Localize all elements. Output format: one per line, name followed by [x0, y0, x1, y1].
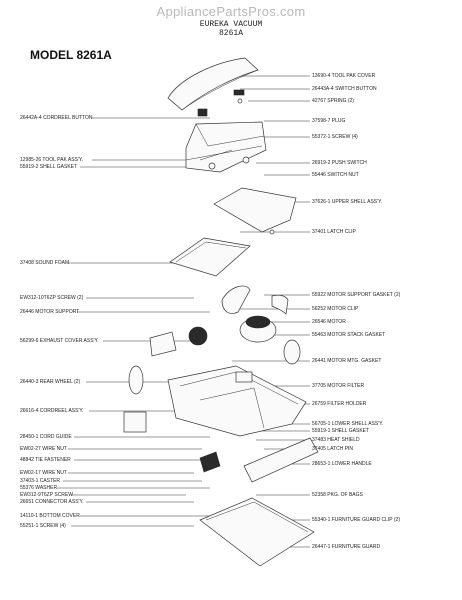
part-label: 13690-4 TOOL PAK COVER: [312, 73, 376, 79]
part-label: 26442A-4 CORDREEL BUTTON: [20, 115, 93, 121]
part-label: 56299-6 EXHAUST COVER ASS'Y.: [20, 338, 99, 344]
bottom-cover: [199, 497, 315, 567]
lower-handle: [243, 437, 319, 483]
part-label: 55919-2 SHELL GASKET: [20, 164, 78, 170]
part-label: 55919-1 SHELL GASKET: [312, 428, 370, 434]
part-label: EW312-9T6ZP SCREW: [20, 492, 73, 498]
part-label: 26446 MOTOR SUPPORT: [20, 309, 80, 315]
model-title: MODEL 8261A: [30, 48, 112, 62]
motor-support: [221, 285, 251, 314]
part-label: 42767 SPRING (2): [312, 98, 354, 104]
part-label: 56252 MOTOR CLIP: [312, 306, 359, 312]
switch-button: [233, 89, 245, 96]
tool-pak-wheel-right: [242, 156, 250, 164]
part-label: 26759 FILTER HOLDER: [312, 401, 367, 407]
motor-fan: [188, 326, 208, 346]
spring: [237, 98, 243, 104]
part-label: 37598-7 PLUG: [312, 118, 346, 124]
part-label: 26447-1 FURNITURE GUARD: [312, 544, 381, 550]
tool-pak-wheel-left: [208, 162, 216, 170]
part-label: EW02-17 WIRE NUT: [20, 470, 67, 476]
part-label: 37705 MOTOR FILTER: [312, 383, 365, 389]
part-label: 37405 LATCH PIN: [312, 446, 354, 452]
part-label: 55376 WASHER: [20, 485, 58, 491]
part-label: 37626-1 UPPER SHELL ASS'Y.: [312, 199, 383, 205]
part-label: 55372-1 SCREW (4): [312, 134, 358, 140]
tool-pak-cover: [167, 57, 259, 111]
lower-shell: [167, 365, 307, 437]
leader-lines: [57, 75, 310, 548]
part-label: 12985-26 TOOL PAK ASS'Y.: [20, 157, 83, 163]
connector-assembly: [199, 451, 221, 473]
motor-top: [245, 315, 271, 329]
rear-wheel: [128, 365, 144, 395]
part-label: EW312-10T6ZP SCREW (2): [20, 295, 84, 301]
motor-mounting-gasket: [283, 339, 301, 365]
part-label: 26443A-4 SWITCH BUTTON: [312, 86, 377, 92]
part-label: 52358 PKG. OF BAGS: [312, 492, 363, 498]
motor-support-gasket: [271, 294, 289, 315]
part-label: 48842 TIE FASTENER: [20, 457, 71, 463]
cordreel-button: [197, 108, 208, 117]
part-label: 55463 MOTOR STACK GASKET: [312, 332, 386, 338]
part-label: 28450-1 CORD GUIDE: [20, 434, 72, 440]
header-model: 8261A: [218, 29, 243, 38]
part-label: EW02-27 WIRE NUT: [20, 446, 67, 452]
part-label: 26440-3 REAR WHEEL (2): [20, 379, 81, 385]
part-label: 14110-1 BOTTOM COVER: [20, 513, 80, 519]
motor-filter: [235, 371, 253, 383]
latch-clip: [269, 229, 275, 235]
watermark: AppliancePartsPros.com: [156, 4, 306, 19]
part-label: 26919-2 PUSH SWITCH: [312, 160, 367, 166]
part-label: 26441 MOTOR MTG. GASKET: [312, 358, 382, 364]
cordreel-assembly: [123, 411, 147, 433]
part-label: 55922 MOTOR SUPPORT GASKET (2): [312, 292, 401, 298]
part-label: 26616-4 CORDREEL ASS'Y.: [20, 408, 84, 414]
part-label: 26651 CONNECTOR ASS'Y.: [20, 499, 84, 505]
tool-pak-assembly: [185, 121, 267, 173]
part-label: 56705-1 LOWER SHELL ASS'Y.: [312, 421, 384, 427]
part-label: 55340-1 FURNITURE GUARD CLIP (2): [312, 517, 400, 523]
part-label: 37483 HEAT SHIELD: [312, 437, 360, 443]
exhaust-cover: [149, 331, 177, 357]
header-brand: EUREKA VACUUM: [199, 20, 263, 29]
part-label: 37408 SOUND FOAM: [20, 260, 70, 266]
part-label: 28653-1 LOWER HANDLE: [312, 461, 372, 467]
part-label: 37401 LATCH CLIP: [312, 229, 356, 235]
part-label: 55251-1 SCREW (4): [20, 523, 66, 529]
sound-foam: [169, 237, 251, 277]
upper-shell: [213, 187, 297, 233]
part-label: 26546 MOTOR: [312, 319, 346, 325]
part-label: 37403-1 CASTER: [20, 478, 61, 484]
part-label: 55446 SWITCH NUT: [312, 172, 359, 178]
